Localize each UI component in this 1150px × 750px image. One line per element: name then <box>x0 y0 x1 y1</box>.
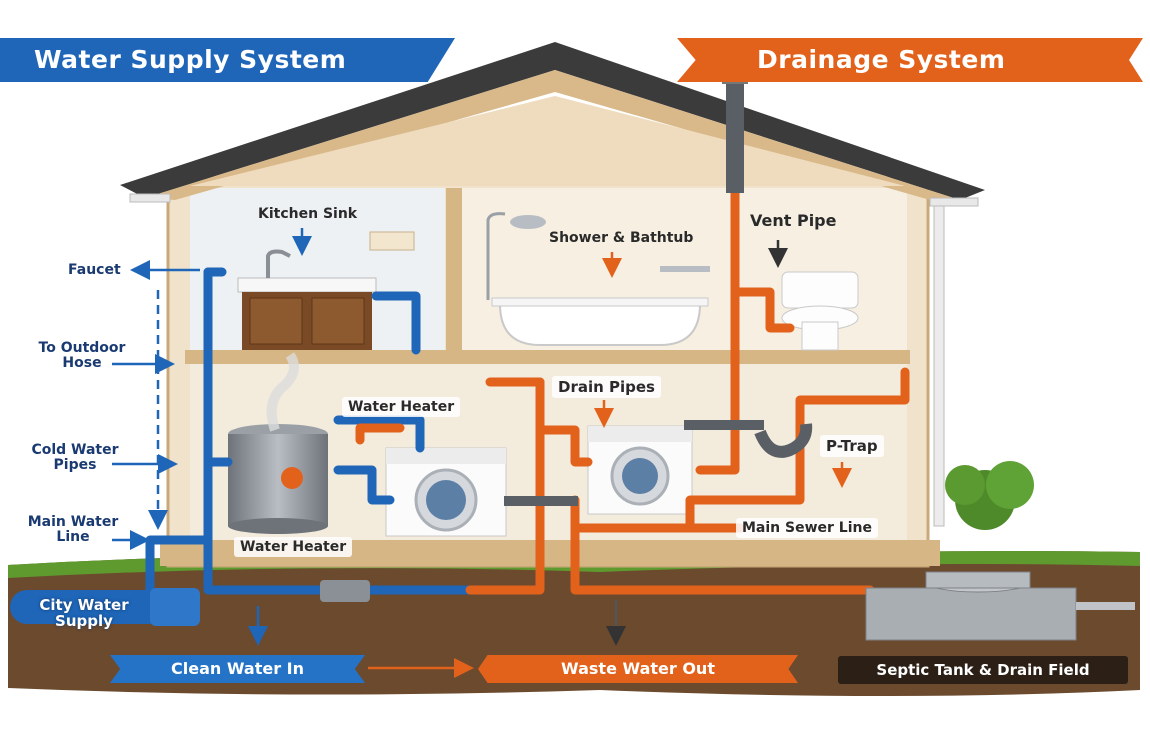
septic-tank <box>865 571 1135 641</box>
main-water-line-line1: Main Water <box>27 514 119 530</box>
faucet-label: Faucet <box>68 262 121 278</box>
drain-pipes-label: Drain Pipes <box>552 376 661 398</box>
main-water-line-label: Main Water Line <box>10 515 136 545</box>
cold-water-pipes-line1: Cold Water <box>31 442 119 458</box>
water-heater-tank <box>228 352 328 534</box>
shower-bathtub-label: Shower & Bathtub <box>549 230 694 246</box>
kitchen-cabinet <box>237 231 415 350</box>
drain-pipes <box>355 105 910 595</box>
city-water-supply-line2: Supply <box>55 612 113 630</box>
label-arrows <box>112 228 852 678</box>
main-sewer-line-label: Main Sewer Line <box>736 518 878 538</box>
city-water-main <box>10 580 370 626</box>
kitchen-sink-label: Kitchen Sink <box>258 206 358 222</box>
city-water-supply-label: City Water Supply <box>14 597 154 629</box>
p-trap-label: P-Trap <box>820 435 884 457</box>
washing-machine-left <box>385 447 507 537</box>
clean-water-in-banner: Clean Water In <box>110 655 365 683</box>
washing-machine-right <box>587 425 693 515</box>
to-outdoor-hose-line1: To Outdoor <box>38 340 126 356</box>
p-trap-fitting <box>504 420 813 506</box>
vent-pipe-label: Vent Pipe <box>750 211 837 230</box>
cold-water-pipes-label: Cold Water Pipes <box>18 443 132 473</box>
toilet <box>781 271 859 351</box>
water-heater-upper-label: Water Heater <box>342 397 461 417</box>
water-heater-lower-label: Water Heater <box>234 537 353 557</box>
septic-tank-label: Septic Tank & Drain Field <box>838 656 1128 684</box>
bathtub <box>486 212 710 346</box>
supply-pipes <box>145 267 475 605</box>
to-outdoor-hose-label: To Outdoor Hose <box>26 341 138 371</box>
cold-water-pipes-line2: Pipes <box>53 457 97 473</box>
drainage-banner: Drainage System <box>677 38 1143 82</box>
to-outdoor-hose-line2: Hose <box>62 355 102 371</box>
water-supply-banner: Water Supply System <box>0 38 455 82</box>
city-water-supply-line1: City Water <box>39 596 129 614</box>
main-water-line-line2: Line <box>56 529 90 545</box>
waste-water-out-banner: Waste Water Out <box>478 655 798 683</box>
